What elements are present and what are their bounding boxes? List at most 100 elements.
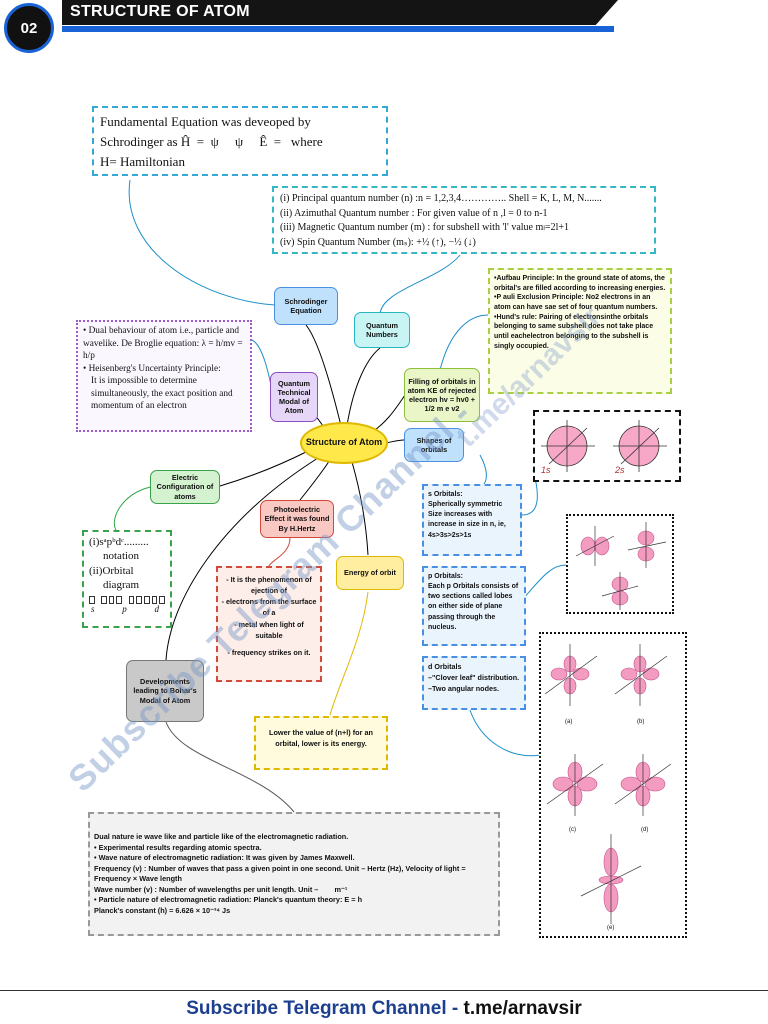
d-label-d: (d) [641, 827, 649, 833]
d-orbitals-title: d Orbitals [428, 662, 462, 671]
hunds-rule-text: •Hund's rule: Pairing of electronsinthe … [494, 313, 654, 350]
label-2s: 2s [615, 465, 625, 475]
bohr-line-5: Frequency × Wave length [94, 874, 182, 884]
energy-rule-box: Lower the value of (n+l) for an orbital,… [254, 716, 388, 770]
node-quantum-technical-model: Quantum Technical Modal of Atom [270, 372, 318, 422]
config-orbital-line: (ii)Orbital [89, 564, 134, 577]
connector-photo [299, 459, 331, 501]
page-header: STRUCTURE OF ATOM 02 [0, 0, 768, 56]
photo-line-1: - It is the phenomenon of ejection of [226, 575, 312, 596]
bohr-developments-box: Dual nature ie wave like and particle li… [88, 812, 500, 936]
photo-line-2: - electrons from the surface of a [221, 597, 317, 618]
footer: Subscribe Telegram Channel - t.me/arnavs… [0, 998, 768, 1020]
d-label-e: (e) [607, 925, 615, 931]
d-label-a: (a) [565, 719, 573, 725]
connector-qn-box [379, 254, 461, 316]
p-orbitals-box: p Orbitals: Each p Orbitals consists of … [422, 566, 526, 646]
orbital-box-labels: s p d [89, 604, 165, 616]
p-orbital-diagram [566, 514, 674, 614]
d-orbital-svg [544, 644, 672, 924]
connector-bohr-box [165, 721, 295, 813]
footer-divider [0, 990, 768, 991]
qn-azimuthal: (ii) Azimuthal Quantum number : For give… [280, 207, 548, 219]
connector-energy-box [329, 591, 369, 716]
p-orbitals-title: p Orbitals: [428, 573, 464, 580]
chapter-badge: 02 [4, 3, 54, 53]
bohr-line-7: • Particle nature of electromagnetic rad… [94, 895, 363, 905]
aufbau-principles-box: •Aufbau Principle: In the ground state o… [488, 268, 672, 394]
footer-link[interactable]: t.me/arnavsir [463, 998, 582, 1019]
config-notation-word: notation [103, 550, 140, 563]
node-filling-orbitals: Filling of orbitals in atom KE of reject… [404, 368, 480, 422]
connector-schrodinger [305, 324, 343, 431]
dx2y2-orbital [620, 761, 666, 807]
bohr-line-8: Planck's constant (h) = 6.626 × 10⁻³⁴ Js [94, 906, 231, 916]
s-orbital-svg [541, 420, 667, 472]
s-orbitals-box: s Orbitals: Spherically symmetric Size i… [422, 484, 522, 556]
node-photoelectric-effect: Photoelectric Effect it was found By H.H… [260, 500, 334, 538]
schrodinger-line-3: H= Hamiltonian [100, 154, 185, 170]
connector-p-diagram [521, 564, 567, 601]
connector-energy [351, 461, 369, 556]
label-p: p [122, 604, 127, 615]
label-1s: 1s [541, 465, 551, 475]
footer-channel-text: Subscribe Telegram Channel - [186, 998, 464, 1019]
connector-bohr [165, 457, 319, 661]
heisenberg-text: It is impossible to determine simultaneo… [91, 376, 233, 412]
de-broglie-text: • Dual behaviour of atom i.e., particle … [83, 326, 243, 362]
d-orbitals-line-2: –Two angular nodes. [428, 683, 499, 693]
photo-line-3: - metal when light of suitable [234, 619, 304, 640]
qn-spin: (iv) Spin Quantum Number (mₛ): +½ (↑), −… [280, 236, 476, 248]
p-orbitals-text: Each p Orbitals consists of two sections… [428, 583, 519, 631]
d-orbital-diagram: (a) (b) (c) (d) (e) [539, 632, 687, 938]
connector-electric [219, 451, 307, 487]
bohr-line-2: • Experimental results regarding atomic … [94, 842, 262, 852]
d-label-b: (b) [637, 719, 645, 725]
config-notation-line: (i)sᵃpᵇdᶜ......... [89, 536, 149, 548]
energy-rule-text: Lower the value of (n+l) for an orbital,… [269, 728, 373, 748]
photoelectric-description-box: - It is the phenomenon of ejection of - … [216, 566, 322, 682]
node-energy-of-orbit: Energy of orbit [336, 556, 404, 590]
configuration-notation-box: (i)sᵃpᵇdᶜ......... notation (ii)Orbital … [82, 530, 172, 628]
p-orbital-svg [575, 522, 667, 610]
schrodinger-line-1: Fundamental Equation was deveoped by [100, 114, 311, 129]
header-accent [62, 26, 614, 32]
bohr-line-1: Dual nature ie wave like and particle li… [94, 832, 349, 841]
node-quantum-numbers: Quantum Numbers [354, 312, 410, 348]
dual-behaviour-box: • Dual behaviour of atom i.e., particle … [76, 320, 252, 432]
aufbau-text: •Aufbau Principle: In the ground state o… [494, 275, 666, 292]
config-diagram-word: diagram [103, 578, 140, 591]
quantum-numbers-box: (i) Principal quantum number (n) :n = 1,… [272, 186, 656, 254]
node-bohr-model: Developments leading to Bohar's Modal of… [126, 660, 204, 722]
node-shapes-of-orbitals: Shapes of orbitals [404, 428, 464, 462]
d-label-c: (c) [569, 827, 576, 833]
node-electric-configuration: Electric Configuration of atoms [150, 470, 220, 504]
bohr-line-3: • Wave nature of electromagnetic radiati… [94, 853, 355, 863]
s-orbitals-title: s Orbitals: [428, 491, 463, 498]
connector-aufbau [439, 314, 489, 371]
connector-d-diagram [469, 709, 541, 757]
heisenberg-title: • Heisenberg's Uncertainty Principle: [83, 363, 221, 374]
label-d: d [154, 604, 159, 615]
d-orbitals-box: d Orbitals –"Clover leaf" distribution. … [422, 656, 526, 710]
schrodinger-equation-box: Fundamental Equation was deveoped by Sch… [92, 106, 388, 176]
qn-magnetic: (iii) Magnetic Quantum number (m) : for … [280, 222, 569, 233]
bohr-line-6: Wave number (v) : Number of wavelengths … [94, 884, 348, 894]
connector-schrodinger-box [128, 179, 276, 306]
node-schrodinger-equation: Schrodinger Equation [274, 287, 338, 325]
node-structure-of-atom: Structure of Atom [300, 422, 388, 464]
connector-dual [251, 339, 273, 391]
schrodinger-line-2: Schrodinger as Ĥ = ψ ψ Ê = where [100, 134, 323, 150]
photo-line-4: - frequency strikes on it. [227, 647, 311, 657]
connector-config [113, 486, 151, 531]
s-orbital-diagram: 1s 2s [533, 410, 681, 482]
qn-principal: (i) Principal quantum number (n) :n = 1,… [280, 193, 602, 204]
header-bar [62, 0, 618, 25]
orbital-box-diagram [89, 596, 165, 605]
connector-quantum [345, 347, 381, 433]
d-orbitals-line-1: –"Clover leaf" distribution. [428, 672, 520, 682]
pauli-text: •P auli Exclusion Principle: No2 electro… [494, 294, 658, 311]
label-s: s [91, 604, 95, 615]
page-title: STRUCTURE OF ATOM [70, 3, 250, 20]
s-orbitals-text: Spherically symmetric Size increases wit… [428, 501, 506, 539]
